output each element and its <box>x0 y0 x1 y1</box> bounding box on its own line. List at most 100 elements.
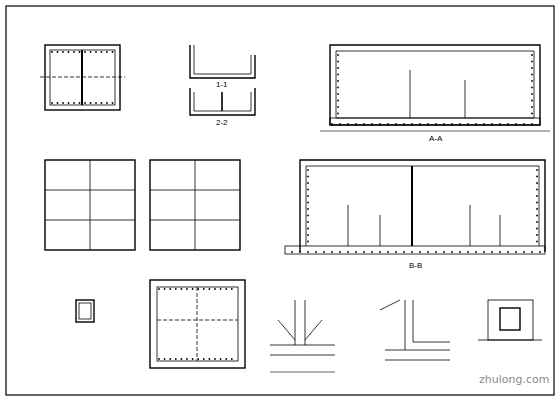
rebar-dot <box>220 288 222 290</box>
rebar-dot <box>337 100 339 102</box>
rebar-dot <box>68 51 70 53</box>
section-title: A-A <box>428 135 443 143</box>
rebar-dot <box>106 51 108 53</box>
rebar-dot <box>186 358 188 360</box>
rebar-dot <box>536 176 538 178</box>
rebar-dot <box>51 102 53 104</box>
rebar-dot <box>536 221 538 223</box>
rebar-dot <box>536 195 538 197</box>
rebar-dot <box>197 288 199 290</box>
column-detail <box>76 300 94 322</box>
rebar-dot <box>536 189 538 191</box>
rebar-dot <box>203 358 205 360</box>
rebar-dot <box>536 228 538 230</box>
rebar-dot <box>536 208 538 210</box>
rebar-dot <box>101 102 103 104</box>
rebar-dot <box>186 288 188 290</box>
rebar-dot <box>203 288 205 290</box>
small-section <box>190 45 255 115</box>
rebar-dot <box>112 51 114 53</box>
rebar-dot <box>90 51 92 53</box>
rebar-dot <box>307 208 309 210</box>
sheet-border <box>6 6 554 395</box>
rebar-dot <box>79 51 81 53</box>
rebar-dot <box>531 67 533 69</box>
rebar-dot <box>531 113 533 115</box>
opening-detail <box>478 300 542 340</box>
rebar-dot <box>164 288 166 290</box>
rebar-dot <box>307 176 309 178</box>
rebar-dot <box>225 358 227 360</box>
rebar-dot <box>337 61 339 63</box>
rebar-dot <box>209 288 211 290</box>
rebar-dot <box>536 182 538 184</box>
corner-detail <box>380 300 450 360</box>
rebar-dot <box>192 288 194 290</box>
rebar-dot <box>112 102 114 104</box>
rebar-dot <box>536 169 538 171</box>
rebar-dot <box>51 51 53 53</box>
rebar-dot <box>531 74 533 76</box>
rebar-dot <box>84 51 86 53</box>
rebar-dot <box>169 358 171 360</box>
rebar-dot <box>536 241 538 243</box>
rebar-dot <box>531 106 533 108</box>
rebar-dot <box>95 51 97 53</box>
rebar-dot <box>307 169 309 171</box>
rebar-dot <box>106 102 108 104</box>
rebar-dot <box>307 189 309 191</box>
rebar-dot <box>307 195 309 197</box>
rebar-dot <box>307 182 309 184</box>
reinforcement-plan <box>45 160 240 250</box>
rebar-dot <box>337 80 339 82</box>
rebar-dot <box>73 51 75 53</box>
rebar-dot <box>181 358 183 360</box>
section-title: 2-2 <box>215 119 229 127</box>
rebar-dot <box>84 102 86 104</box>
rebar-dot <box>62 51 64 53</box>
rebar-dot <box>175 288 177 290</box>
rebar-dot <box>57 102 59 104</box>
section-title: B-B <box>408 262 423 270</box>
rebar-dot <box>531 100 533 102</box>
rebar-dot <box>181 288 183 290</box>
rebar-dot <box>337 93 339 95</box>
rebar-dot <box>90 102 92 104</box>
rebar-dot <box>158 288 160 290</box>
rebar-dot <box>214 358 216 360</box>
watermark: zhulong.com <box>478 374 550 385</box>
rebar-dot <box>175 358 177 360</box>
rebar-dot <box>73 102 75 104</box>
rebar-dot <box>214 288 216 290</box>
tank-plan <box>40 45 125 110</box>
rebar-dot <box>531 54 533 56</box>
rebar-dot <box>536 215 538 217</box>
rebar-dot <box>531 80 533 82</box>
section-b <box>285 160 545 254</box>
rebar-dot <box>307 202 309 204</box>
rebar-dot <box>231 288 233 290</box>
rebar-dot <box>337 67 339 69</box>
section-title: 1-1 <box>215 81 229 89</box>
rebar-dot <box>307 234 309 236</box>
rebar-dot <box>337 113 339 115</box>
roof-plan <box>150 280 245 368</box>
rebar-dot <box>531 87 533 89</box>
rebar-dot <box>337 74 339 76</box>
rebar-dot <box>337 54 339 56</box>
section-a <box>320 45 550 131</box>
joint-detail <box>270 300 335 372</box>
rebar-dot <box>95 102 97 104</box>
rebar-dot <box>536 234 538 236</box>
rebar-dot <box>209 358 211 360</box>
rebar-dot <box>337 106 339 108</box>
rebar-dot <box>531 93 533 95</box>
rebar-dot <box>307 215 309 217</box>
rebar-dot <box>307 241 309 243</box>
rebar-dot <box>57 51 59 53</box>
rebar-dot <box>158 358 160 360</box>
rebar-dot <box>164 358 166 360</box>
rebar-dot <box>531 61 533 63</box>
